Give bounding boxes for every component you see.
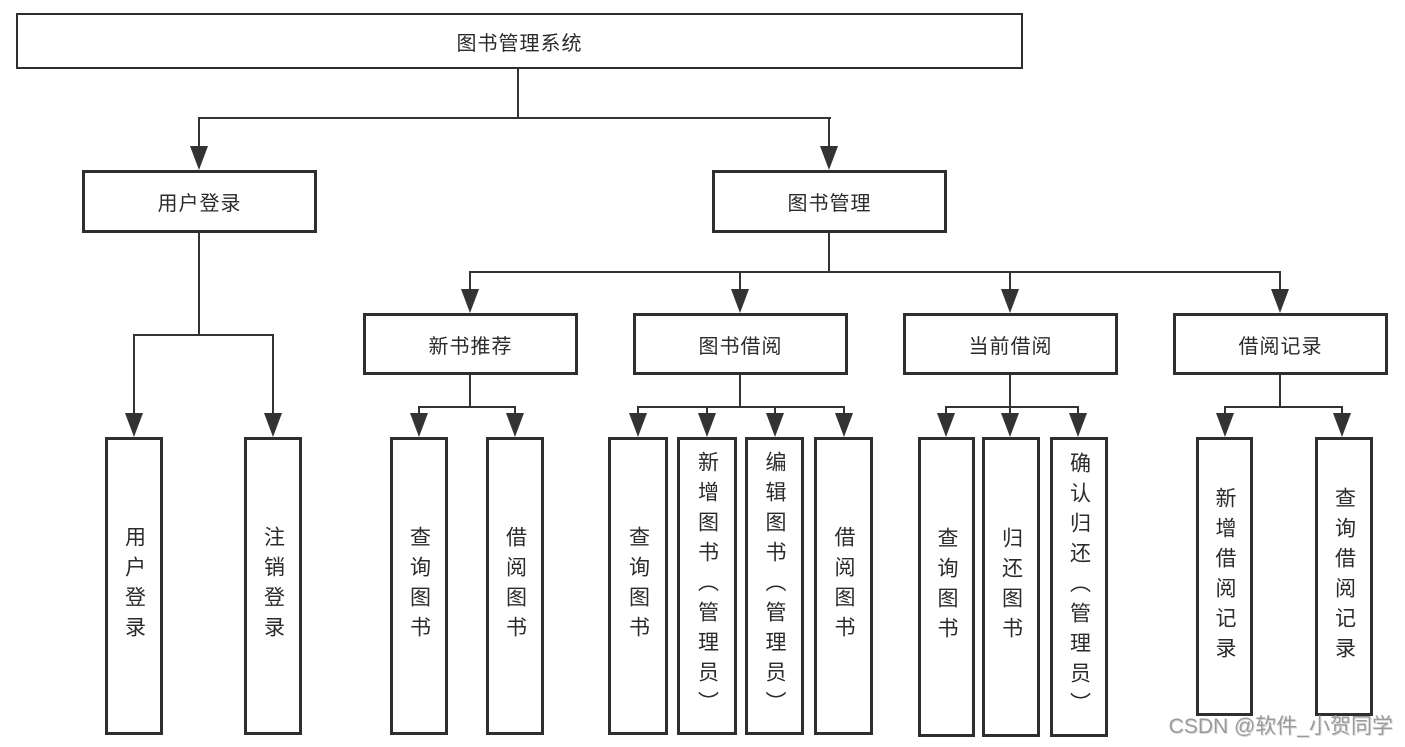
connector-vline: [1077, 406, 1079, 417]
connector-vline: [418, 406, 420, 417]
node-current-borrowing: 当前借阅: [903, 313, 1118, 375]
leaf-query-books-borrowing-label: 查询图书: [626, 526, 650, 646]
node-book-management-label: 图书管理: [787, 193, 872, 215]
arrow-down-icon: [698, 413, 716, 437]
arrow-down-icon: [1001, 289, 1019, 313]
leaf-query-books-current: 查询图书: [918, 437, 975, 737]
leaf-query-books-current-label: 查询图书: [935, 527, 958, 647]
connector-vline: [706, 406, 708, 417]
leaf-confirm-return-admin-label: 确认归还（管理员）: [1067, 452, 1091, 722]
connector-vline: [1341, 406, 1343, 417]
leaf-add-borrow-record-label: 新增借阅记录: [1213, 486, 1236, 667]
node-book-management: 图书管理: [712, 170, 947, 233]
leaf-borrow-books-recommend-label: 借阅图书: [503, 526, 527, 646]
node-book-borrowing: 图书借阅: [633, 313, 848, 375]
connector-vline: [774, 406, 776, 417]
leaf-add-book-admin-label: 新增图书（管理员）: [695, 451, 719, 721]
leaf-return-book-label: 归还图书: [999, 527, 1023, 647]
node-current-borrowing-label: 当前借阅: [968, 335, 1053, 358]
leaf-borrow-books-label: 借阅图书: [832, 526, 855, 646]
leaf-query-books-recommend: 查询图书: [390, 437, 448, 735]
arrow-down-icon: [125, 413, 143, 437]
connector-vline: [945, 406, 947, 417]
connector-hline: [198, 117, 831, 119]
node-root: 图书管理系统: [16, 13, 1023, 69]
node-user-login-label: 用户登录: [157, 193, 242, 215]
node-new-book-recommend: 新书推荐: [363, 313, 578, 375]
arrow-down-icon: [1333, 413, 1351, 437]
connector-vline: [828, 117, 830, 150]
connector-vline: [1224, 406, 1226, 417]
leaf-user-login: 用户登录: [105, 437, 163, 735]
arrow-down-icon: [820, 146, 838, 170]
node-book-borrowing-label: 图书借阅: [698, 335, 783, 358]
connector-vline: [843, 406, 845, 417]
arrow-down-icon: [1216, 413, 1234, 437]
connector-hline: [418, 406, 516, 408]
arrow-down-icon: [937, 413, 955, 437]
connector-hline: [637, 406, 845, 408]
arrow-down-icon: [835, 413, 853, 437]
leaf-edit-book-admin: 编辑图书（管理员）: [745, 437, 804, 735]
connector-vline: [517, 69, 519, 118]
arrow-down-icon: [1271, 289, 1289, 313]
connector-vline: [133, 334, 135, 417]
connector-vline: [272, 334, 274, 417]
leaf-logout-login-label: 注销登录: [261, 526, 285, 646]
leaf-confirm-return-admin: 确认归还（管理员）: [1050, 437, 1108, 737]
arrow-down-icon: [1069, 413, 1087, 437]
connector-vline: [1009, 406, 1011, 417]
leaf-query-books-recommend-label: 查询图书: [407, 526, 431, 646]
connector-vline: [514, 406, 516, 417]
connector-vline: [739, 375, 741, 408]
node-borrowing-records: 借阅记录: [1173, 313, 1388, 375]
connector-hline: [945, 406, 1079, 408]
connector-hline: [1224, 406, 1343, 408]
leaf-borrow-books: 借阅图书: [814, 437, 873, 735]
leaf-add-book-admin: 新增图书（管理员）: [677, 437, 737, 735]
arrow-down-icon: [461, 289, 479, 313]
leaf-query-borrow-record: 查询借阅记录: [1315, 437, 1373, 716]
connector-hline: [133, 334, 274, 336]
leaf-query-books-borrowing: 查询图书: [608, 437, 668, 735]
arrow-down-icon: [506, 413, 524, 437]
connector-hline: [469, 271, 1281, 273]
connector-vline: [1009, 271, 1011, 292]
leaf-logout-login: 注销登录: [244, 437, 302, 735]
arrow-down-icon: [264, 413, 282, 437]
node-new-book-recommend-label: 新书推荐: [428, 335, 513, 358]
connector-vline: [1279, 375, 1281, 408]
connector-vline: [637, 406, 639, 417]
leaf-borrow-books-recommend: 借阅图书: [486, 437, 544, 735]
arrow-down-icon: [766, 413, 784, 437]
connector-vline: [198, 117, 200, 150]
connector-vline: [198, 233, 200, 336]
connector-vline: [1009, 375, 1011, 408]
connector-vline: [1279, 271, 1281, 292]
arrow-down-icon: [731, 289, 749, 313]
node-borrowing-records-label: 借阅记录: [1238, 335, 1323, 358]
connector-vline: [469, 271, 471, 292]
leaf-add-borrow-record: 新增借阅记录: [1196, 437, 1253, 716]
node-root-label: 图书管理系统: [456, 32, 583, 55]
leaf-query-borrow-record-label: 查询借阅记录: [1332, 486, 1356, 667]
arrow-down-icon: [629, 413, 647, 437]
connector-vline: [828, 233, 830, 273]
connector-vline: [739, 271, 741, 292]
connector-vline: [469, 375, 471, 408]
leaf-return-book: 归还图书: [982, 437, 1040, 737]
arrow-down-icon: [1001, 413, 1019, 437]
leaf-edit-book-admin-label: 编辑图书（管理员）: [763, 451, 786, 721]
node-user-login: 用户登录: [82, 170, 317, 233]
arrow-down-icon: [190, 146, 208, 170]
csdn-watermark: CSDN @软件_小贺同学: [1168, 715, 1393, 738]
arrow-down-icon: [410, 413, 428, 437]
leaf-user-login-label: 用户登录: [122, 526, 146, 646]
